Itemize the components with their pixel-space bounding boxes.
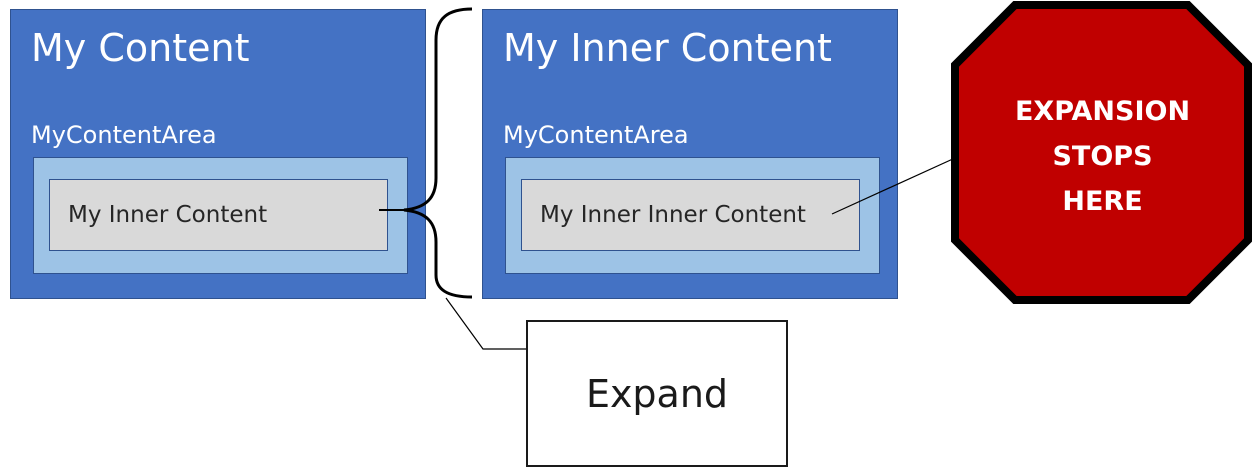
curly-brace (403, 7, 473, 299)
my-inner-content-area-label: MyContentArea (503, 121, 689, 149)
my-inner-content-box: My Inner Content (49, 179, 388, 251)
expand-connector (445, 297, 526, 350)
stop-sign-octagon (951, 1, 1252, 304)
my-content-panel: My Content MyContentArea My Inner Conten… (10, 9, 426, 299)
my-inner-inner-content-box: My Inner Inner Content (521, 179, 860, 251)
my-inner-content-panel: My Inner Content MyContentArea My Inner … (482, 9, 898, 299)
my-inner-content-title: My Inner Content (503, 26, 832, 70)
expand-callout: Expand (526, 320, 788, 467)
stop-sign-line-3: HERE (1062, 186, 1143, 217)
my-content-title: My Content (31, 26, 250, 70)
stop-connector (831, 157, 956, 215)
my-inner-content-area: My Inner Inner Content (505, 157, 880, 274)
my-content-area: My Inner Content (33, 157, 408, 274)
stop-sign-text: EXPANSION STOPS HERE (960, 89, 1245, 224)
my-content-area-label: MyContentArea (31, 121, 217, 149)
stop-sign-line-1: EXPANSION (1014, 96, 1191, 127)
stop-sign-line-2: STOPS (1052, 141, 1153, 172)
